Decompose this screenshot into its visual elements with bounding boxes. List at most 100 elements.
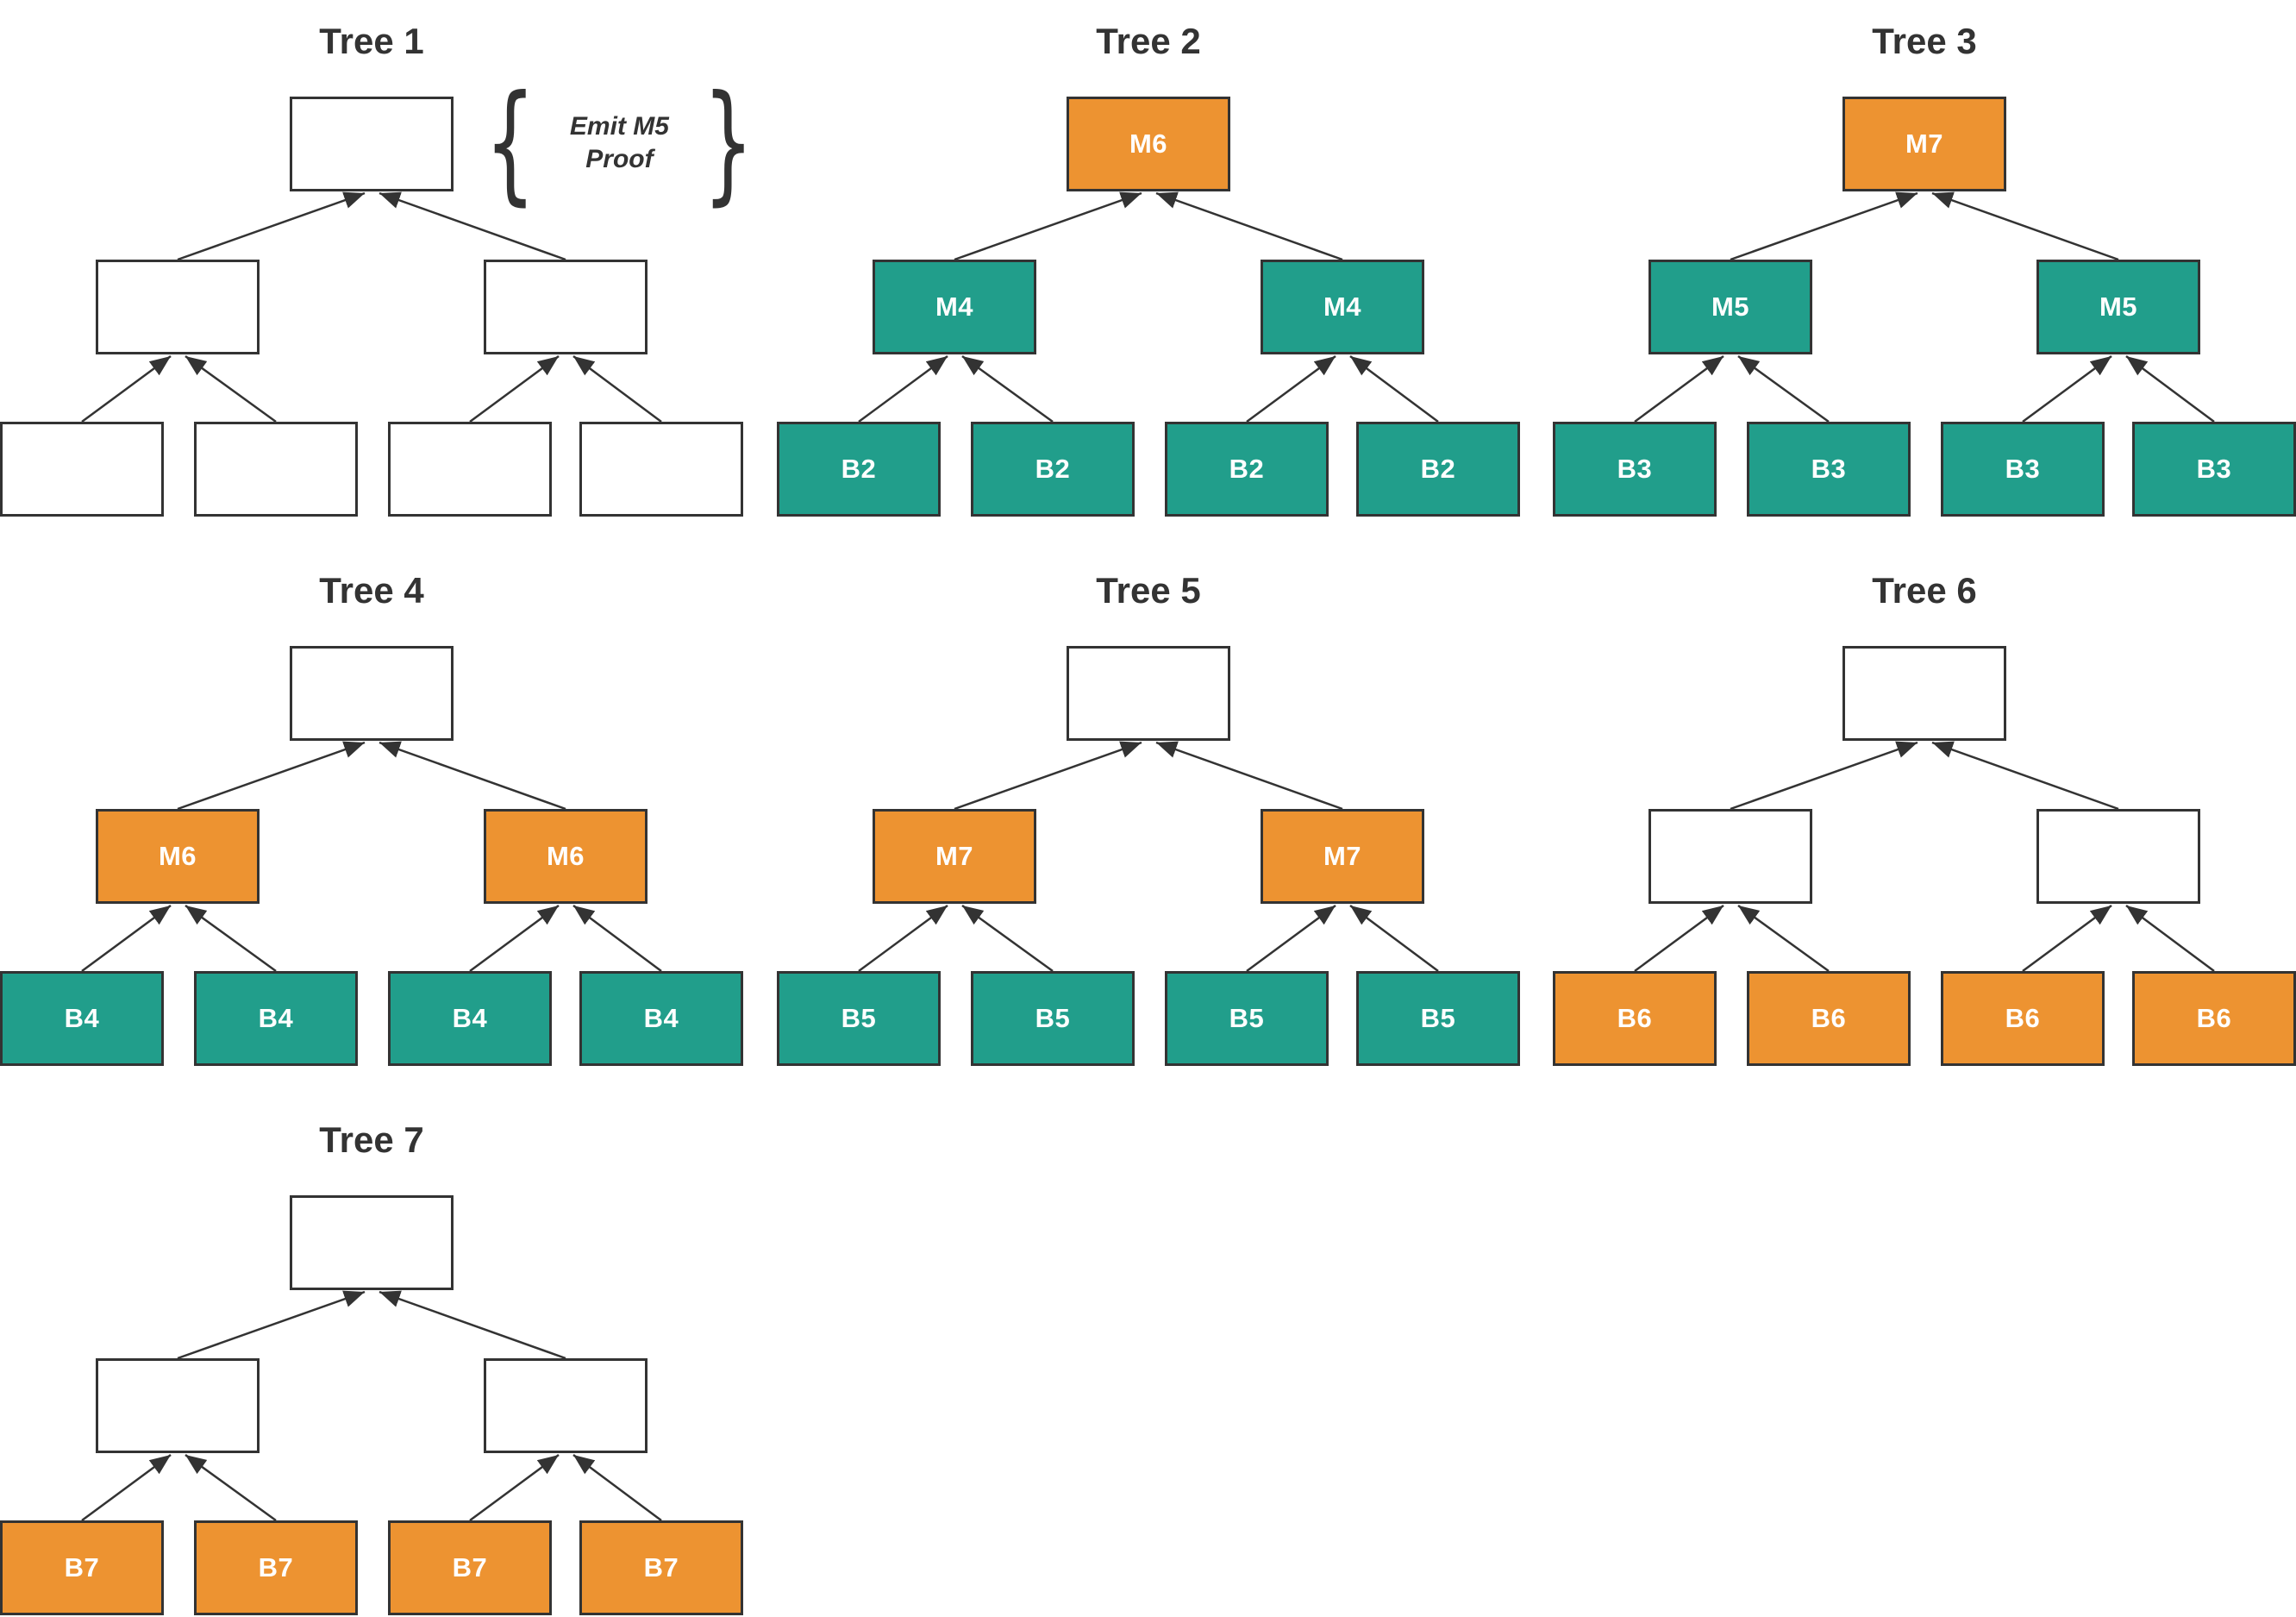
node-label: M6 [1129,128,1168,159]
tree-7-leaf-node-1: B7 [0,1520,164,1615]
tree-7-leaf-node-3: B7 [388,1520,552,1615]
tree-5-root-node [1067,646,1230,741]
tree-3-root-node: M7 [1842,97,2006,191]
tree-6-leaf-node-3: B6 [1941,971,2105,1066]
tree-3: Tree 3 M7 M5 M5 B3 B3 B3 B3 [1553,0,2296,518]
tree-3-middle-node-right: M5 [2036,260,2200,354]
tree-6-root-node [1842,646,2006,741]
tree-6-middle-node-left [1648,809,1812,904]
tree-5-title: Tree 5 [1096,570,1201,611]
node-label: B2 [1420,454,1456,484]
node-label: B6 [2196,1003,2232,1033]
node-label: B7 [64,1552,100,1583]
tree-7-middle-node-right [484,1358,648,1453]
node-label: M4 [1323,291,1362,322]
annotation-text: Emit M5 Proof [551,110,687,176]
node-label: M6 [158,841,197,871]
tree-2: Tree 2 M6 M4 M4 B2 B2 B2 B2 [777,0,1520,518]
tree-3-leaf-node-1: B3 [1553,422,1717,517]
node-label: B3 [1617,454,1653,484]
tree-7-root-node [290,1195,454,1290]
node-label: B7 [643,1552,679,1583]
tree-5-leaf-node-1: B5 [777,971,941,1066]
node-label: B2 [1035,454,1071,484]
tree-4-root-node [290,646,454,741]
annotation-line-1: Emit M5 [569,112,669,141]
tree-5-middle-node-right: M7 [1261,809,1424,904]
tree-1-title: Tree 1 [319,21,424,61]
node-label: B3 [1811,454,1847,484]
tree-6-leaf-node-1: B6 [1553,971,1717,1066]
tree-4: Tree 4 M6 M6 B4 B4 B4 B4 [0,549,743,1068]
node-label: B5 [841,1003,877,1033]
tree-6-leaf-node-2: B6 [1747,971,1911,1066]
node-label: B6 [1617,1003,1653,1033]
tree-2-leaf-node-2: B2 [971,422,1135,517]
tree-1-leaf-node-3 [388,422,552,517]
tree-6-leaf-node-4: B6 [2132,971,2296,1066]
tree-3-title: Tree 3 [1872,21,1977,61]
node-label: B4 [643,1003,679,1033]
tree-7-leaf-node-2: B7 [194,1520,358,1615]
tree-4-leaf-node-3: B4 [388,971,552,1066]
node-label: B4 [64,1003,100,1033]
node-label: B6 [1811,1003,1847,1033]
node-label: M7 [1905,128,1944,159]
tree-5-leaf-node-4: B5 [1356,971,1520,1066]
tree-2-middle-node-right: M4 [1261,260,1424,354]
annotation-left-brace: { [485,68,536,218]
tree-1-middle-node-left [96,260,260,354]
node-label: M5 [2099,291,2138,322]
tree-5-leaf-node-2: B5 [971,971,1135,1066]
tree-2-leaf-node-4: B2 [1356,422,1520,517]
tree-3-leaf-node-4: B3 [2132,422,2296,517]
node-label: B7 [258,1552,294,1583]
tree-4-leaf-node-4: B4 [579,971,743,1066]
annotation-right-brace: } [703,68,754,218]
tree-6: Tree 6 B6 B6 B6 B6 [1553,549,2296,1068]
node-label: B2 [1229,454,1265,484]
annotation-line-2: Proof [585,145,654,173]
node-label: M5 [1711,291,1750,322]
tree-3-middle-node-left: M5 [1648,260,1812,354]
tree-2-leaf-node-3: B2 [1165,422,1329,517]
tree-4-leaf-node-2: B4 [194,971,358,1066]
tree-7-middle-node-left [96,1358,260,1453]
tree-6-title: Tree 6 [1872,570,1977,611]
tree-7: Tree 7 B7 B7 B7 B7 [0,1099,743,1617]
node-label: B7 [452,1552,488,1583]
node-label: B4 [258,1003,294,1033]
node-label: B6 [2005,1003,2041,1033]
tree-4-leaf-node-1: B4 [0,971,164,1066]
tree-2-title: Tree 2 [1096,21,1201,61]
tree-1-leaf-node-2 [194,422,358,517]
tree-1: Tree 1 { Emit M5 Proof } [0,0,754,518]
tree-1-leaf-node-4 [579,422,743,517]
tree-7-leaf-node-4: B7 [579,1520,743,1615]
tree-5: Tree 5 M7 M7 B5 B5 B5 B5 [777,549,1520,1068]
tree-1-middle-node-right [484,260,648,354]
node-label: B5 [1035,1003,1071,1033]
node-label: B5 [1420,1003,1456,1033]
node-label: B2 [841,454,877,484]
emit-proof-annotation: { Emit M5 Proof } [469,68,770,218]
tree-4-middle-node-left: M6 [96,809,260,904]
tree-3-leaf-node-2: B3 [1747,422,1911,517]
tree-5-leaf-node-3: B5 [1165,971,1329,1066]
node-label: B3 [2005,454,2041,484]
tree-2-middle-node-left: M4 [873,260,1036,354]
tree-2-leaf-node-1: B2 [777,422,941,517]
tree-4-middle-node-right: M6 [484,809,648,904]
tree-1-root-node [290,97,454,191]
node-label: M4 [935,291,974,322]
tree-1-leaf-node-1 [0,422,164,517]
node-label: B4 [452,1003,488,1033]
node-label: M7 [1323,841,1362,871]
tree-2-root-node: M6 [1067,97,1230,191]
tree-4-title: Tree 4 [319,570,424,611]
node-label: B5 [1229,1003,1265,1033]
node-label: M7 [935,841,974,871]
node-label: M6 [546,841,585,871]
tree-5-middle-node-left: M7 [873,809,1036,904]
